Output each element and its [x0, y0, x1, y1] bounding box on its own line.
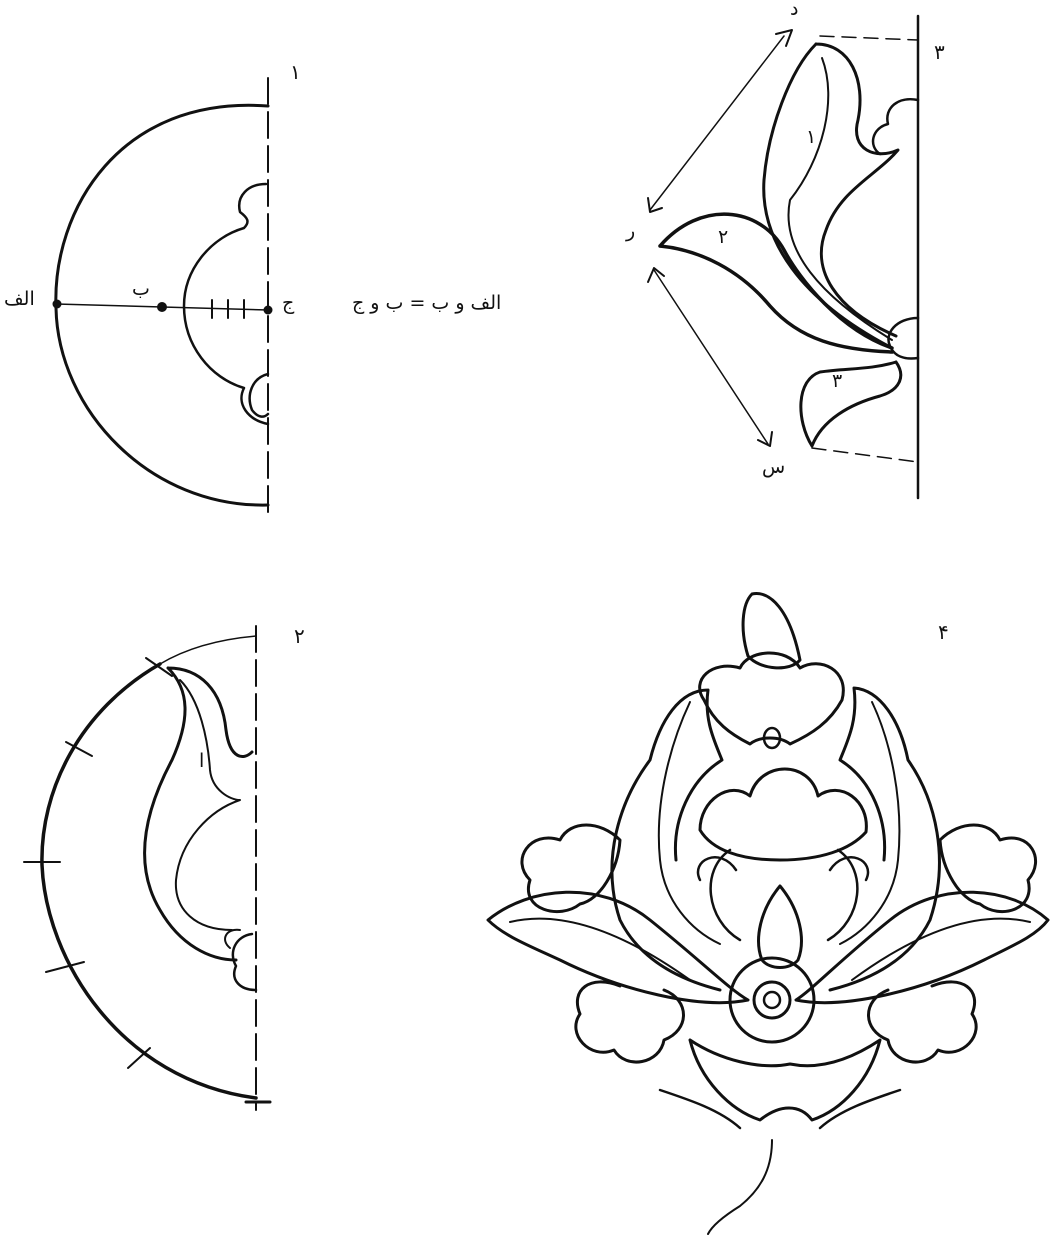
- fig4-left-petal: [612, 690, 722, 990]
- fig4-number: ۴: [938, 622, 949, 642]
- fig4-lower-cloud-left: [576, 982, 684, 1062]
- fig4-center-inner-ring: [754, 982, 790, 1018]
- fig4-stem: [708, 1140, 772, 1234]
- fig4-side-cloud-right: [940, 825, 1036, 912]
- fig4-inner-cloud: [700, 769, 866, 860]
- fig4-wing-right: [796, 892, 1048, 1002]
- fig4-center-drop: [759, 886, 802, 968]
- fig4-side-cloud-left: [522, 825, 620, 912]
